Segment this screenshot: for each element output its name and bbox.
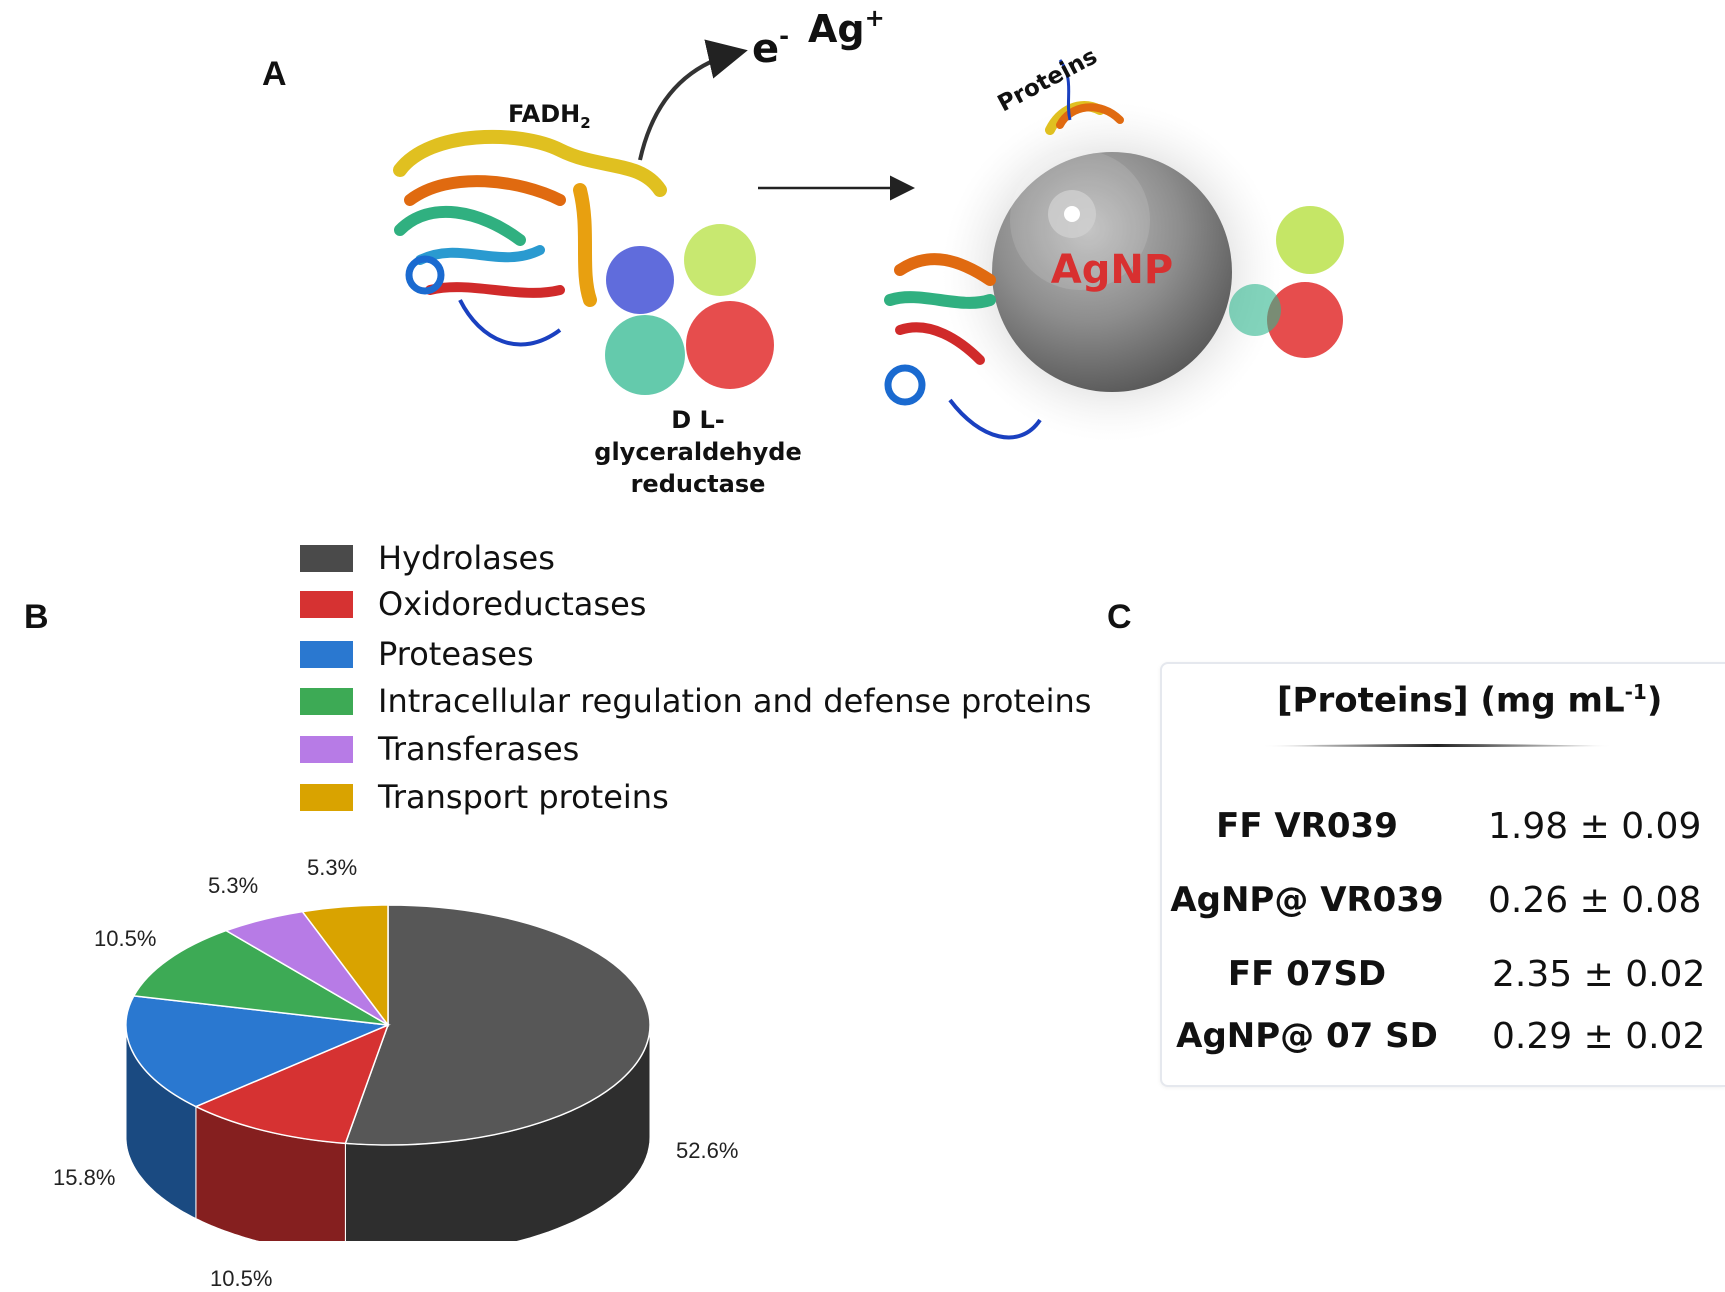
pie-slice-3: [132, 929, 389, 1026]
legend-item: Proteases: [300, 634, 534, 674]
legend-item: Oxidoreductases: [300, 584, 646, 624]
legend-swatch: [300, 640, 353, 668]
legend-label: Intracellular regulation and defense pro…: [378, 682, 1092, 720]
pie-label: 10.5%: [210, 1266, 273, 1291]
legend-label: Transferases: [378, 730, 580, 768]
pie-slice-1: [194, 1023, 390, 1145]
enzyme-label-line1: D L-: [671, 406, 725, 434]
pie-label: 5.3%: [208, 873, 259, 898]
table-row-sample: AgNP@ 07 SD: [1176, 1016, 1438, 1056]
pie-slice-0: [344, 904, 651, 1146]
pie-slice-2: [125, 995, 391, 1108]
panel-a-illustration: FADH2 e- Ag+ D L- glyceraldehyde reducta…: [393, 4, 1344, 498]
pie-chart: [125, 904, 651, 1241]
pie-label: 5.3%: [307, 855, 358, 880]
table-row-sample: FF 07SD: [1227, 954, 1387, 994]
legend-item: Transport proteins: [300, 777, 669, 817]
legend-label: Transport proteins: [378, 778, 669, 816]
cofactor-label: FADH2: [508, 100, 591, 132]
pie-label: 10.5%: [94, 926, 157, 951]
table-row-value: 0.26 ± 0.08: [1488, 880, 1702, 921]
electron-label: e-: [752, 22, 789, 72]
agnp-protein-complex: [884, 59, 1344, 442]
table-row-sample: FF VR039: [1216, 806, 1398, 846]
legend-label: Proteases: [378, 635, 534, 673]
enzyme-label-line3: reductase: [631, 470, 766, 498]
legend-swatch: [300, 783, 353, 811]
legend-label: Hydrolases: [378, 539, 555, 577]
legend-swatch: [300, 590, 353, 618]
enzyme-label-line2: glyceraldehyde: [594, 438, 801, 466]
protein-concentration-table: [Proteins] (mg mL-1) FF VR039 1.98 ± 0.0…: [1160, 662, 1725, 1087]
pie-slice-5: [301, 904, 389, 1028]
silver-ion-label: Ag+: [808, 4, 885, 51]
legend-swatch: [300, 735, 353, 763]
legend-swatch: [300, 544, 353, 572]
pie-label: 52.6%: [676, 1138, 739, 1163]
agnp-label: AgNP: [1051, 247, 1173, 293]
table-row-sample: AgNP@ VR039: [1170, 880, 1444, 920]
electron-transfer-arrow: [638, 39, 748, 161]
pie-label: 15.8%: [53, 1165, 116, 1190]
legend-item: Intracellular regulation and defense pro…: [300, 681, 1091, 721]
panel-a-letter: A: [262, 55, 287, 93]
legend-label: Oxidoreductases: [378, 585, 647, 623]
legend-item: Transferases: [300, 729, 579, 769]
panel-c-letter: C: [1107, 598, 1132, 636]
legend-item: Hydrolases: [300, 538, 555, 578]
fadh2-enzyme-structure: [393, 129, 774, 395]
panel-b-letter: B: [24, 598, 49, 636]
header-divider: [1262, 744, 1612, 747]
table-header: [Proteins] (mg mL-1): [1277, 680, 1663, 721]
table-row-value: 0.29 ± 0.02: [1492, 1016, 1706, 1057]
table-row-value: 1.98 ± 0.09: [1488, 806, 1702, 847]
legend-swatch: [300, 687, 353, 715]
table-row-value: 2.35 ± 0.02: [1492, 954, 1706, 995]
